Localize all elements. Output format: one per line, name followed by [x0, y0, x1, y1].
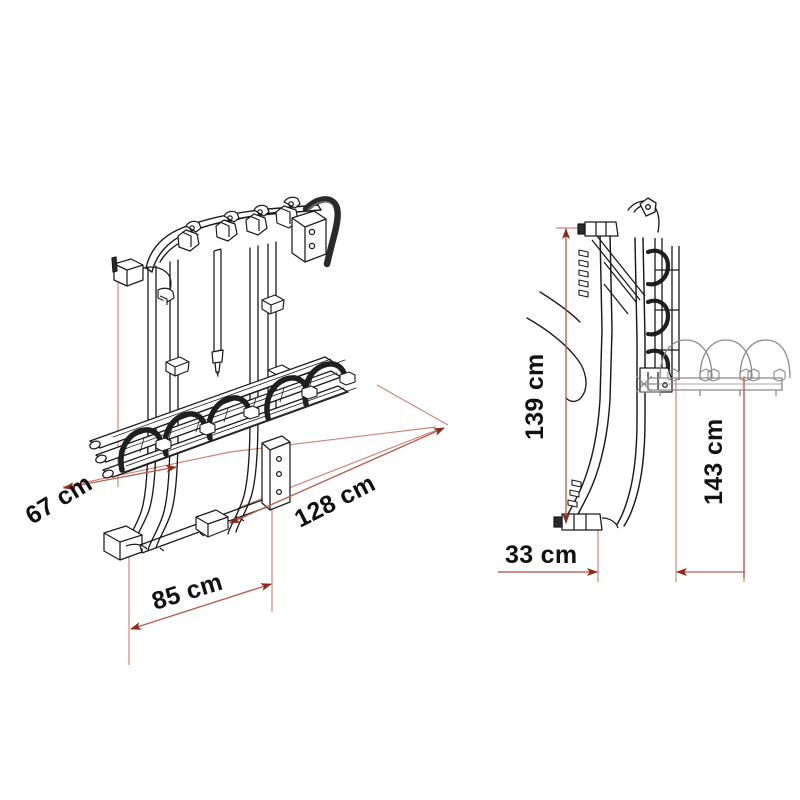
side-rear-uprights [654, 238, 680, 382]
dimension-label-depth-side: 33 cm [505, 541, 577, 569]
side-frame-teeth [567, 249, 589, 508]
frame-clamp [215, 210, 240, 242]
side-diagonal-brace [591, 235, 646, 315]
ghost-tray-clips [667, 368, 786, 382]
frame-clamp [245, 204, 270, 236]
side-upper-head [577, 221, 619, 237]
dimension-depth-33cm: 33 cm [498, 541, 745, 576]
dimension-label-height-frame: 139 cm [521, 353, 549, 440]
side-ghost-wheel-tray [647, 339, 791, 396]
isometric-rubber-strap-highlight [307, 201, 334, 211]
frame-clamp [177, 220, 202, 252]
side-bottom-foot [553, 513, 619, 531]
dimension-label-height-total: 143 cm [700, 418, 728, 505]
isometric-upper-left-head [111, 256, 172, 291]
isometric-upper-right-plate [291, 210, 327, 263]
side-top-rail [627, 197, 660, 233]
ghost-wheel-arc [739, 339, 791, 379]
isometric-frame-clamps [177, 196, 301, 252]
side-ghost-arm [635, 375, 660, 393]
dimension-height-139cm: 139 cm [521, 228, 570, 524]
isometric-lower-clamp [195, 509, 229, 538]
dimension-height-143cm: 143 cm [700, 378, 745, 578]
isometric-view: 67 cm 85 cm 128 cm [21, 196, 449, 665]
wheel-strap [118, 427, 164, 473]
ghost-wheel-arc [659, 339, 713, 379]
isometric-tension-strap [211, 248, 224, 378]
ghost-wheel-arc [699, 339, 753, 379]
side-main-frame [565, 231, 646, 527]
side-tray-bracket [639, 367, 673, 393]
isometric-rubber-strap [302, 196, 341, 268]
side-view: 139 cm 143 cm 33 cm [498, 197, 791, 582]
isometric-strap-buckles [155, 371, 356, 452]
